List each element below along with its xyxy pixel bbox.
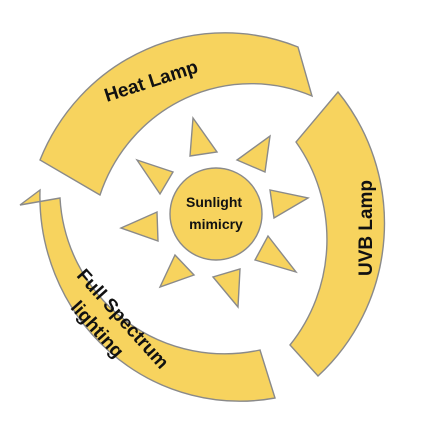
sun-center <box>169 167 263 261</box>
sun-ray <box>253 234 298 274</box>
center-label-line1: Sunlight <box>186 194 242 210</box>
sun-ray <box>119 210 159 243</box>
full-spectrum-segment <box>19 188 276 402</box>
center-label: Sunlight mimicry <box>186 194 246 232</box>
sun-ray <box>135 158 175 196</box>
uvb-lamp-label: UVB Lamp <box>356 180 377 276</box>
sun-ray <box>158 253 196 289</box>
heat-lamp-segment <box>39 32 314 197</box>
sun-ray <box>211 268 241 309</box>
sun-ray <box>235 134 271 174</box>
sun-ray <box>269 189 310 220</box>
sun-rays <box>119 116 310 309</box>
sun-ray <box>189 116 219 157</box>
uvb-lamp-segment <box>289 90 386 377</box>
center-label-line2: mimicry <box>189 216 243 232</box>
